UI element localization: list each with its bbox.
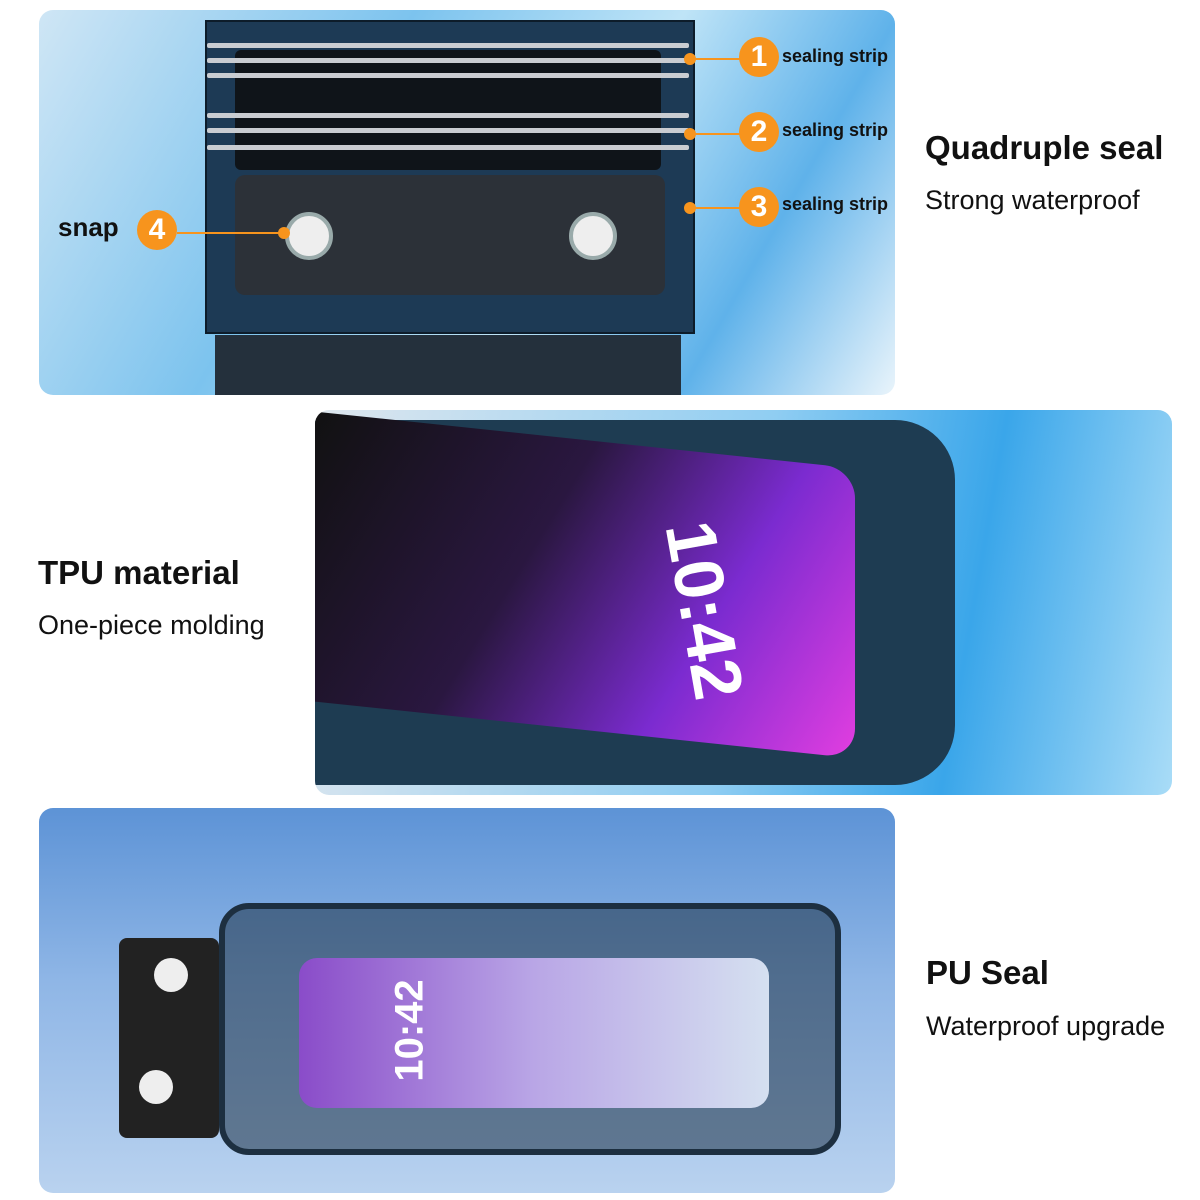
callout-badge-2: 2	[739, 112, 779, 152]
callout-badge-4: 4	[137, 210, 177, 250]
heading-tpu-material: TPU material	[38, 554, 240, 591]
subheading-waterproof-upgrade: Waterproof upgrade	[926, 1011, 1166, 1041]
callout-label-3: sealing strip	[782, 194, 889, 214]
snap-button	[285, 212, 333, 260]
pouch-window	[235, 50, 661, 170]
callout-badge-3: 3	[739, 187, 779, 227]
phone-screen	[299, 958, 769, 1108]
snap-button	[139, 1070, 173, 1104]
pouch-bottom	[215, 335, 681, 395]
heading-pu-seal: PU Seal	[926, 954, 1049, 991]
subheading-one-piece-molding: One-piece molding	[38, 610, 265, 640]
subheading-strong-waterproof: Strong waterproof	[925, 185, 1140, 215]
heading-quadruple-seal: Quadruple seal	[925, 129, 1164, 166]
tpu-pouch-image: 10:42	[315, 410, 1172, 795]
callout-label-1: sealing strip	[782, 46, 889, 66]
phone-screen	[315, 411, 855, 759]
pu-seal-image: 10:42	[39, 808, 895, 1193]
phone-time: 10:42	[387, 979, 432, 1082]
callout-badge-1: 1	[739, 37, 779, 77]
callout-label-4: snap	[58, 212, 119, 242]
snap-button	[569, 212, 617, 260]
callout-label-2: sealing strip	[782, 120, 889, 140]
snap-button	[154, 958, 188, 992]
